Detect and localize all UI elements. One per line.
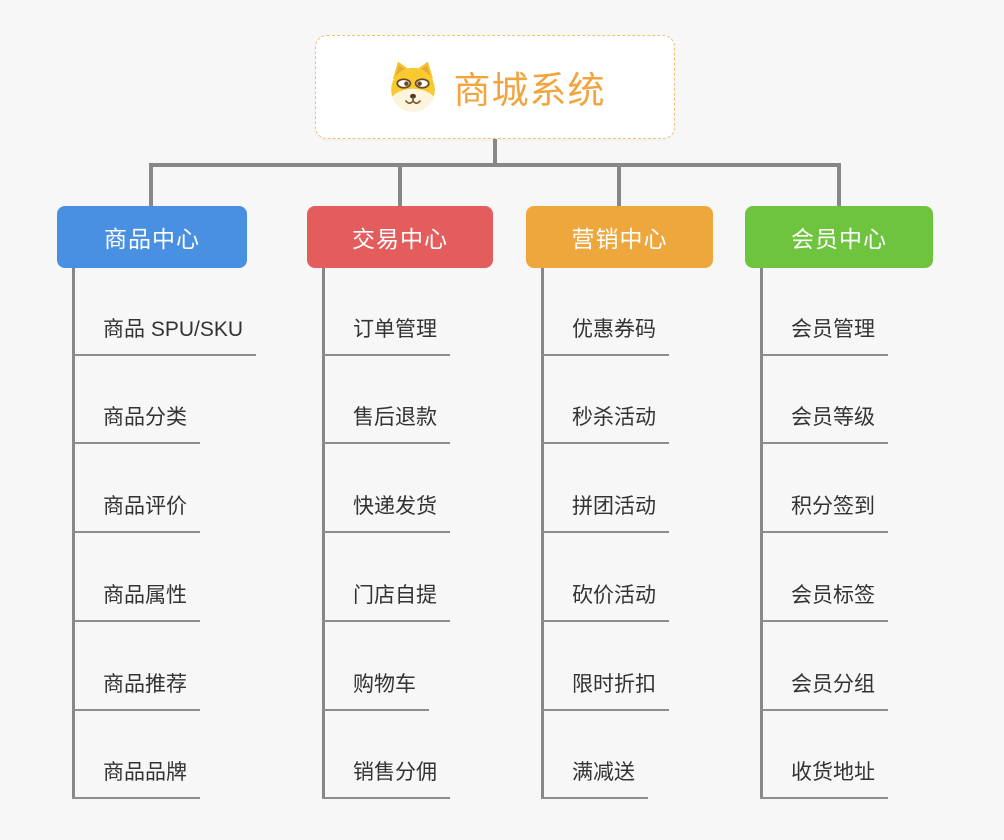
dog-face-icon [390,61,435,112]
branch-node-product-center[interactable]: 商品中心 [57,206,247,268]
connector-root-vertical [493,139,497,165]
branch-node-trade-center[interactable]: 交易中心 [307,206,493,268]
trunk-branch-3 [541,268,544,799]
leaf-item[interactable]: 商品品牌 [72,757,200,799]
leaf-item[interactable]: 拼团活动 [541,491,669,533]
leaf-item[interactable]: 商品分类 [72,402,200,444]
leaf-item[interactable]: 积分签到 [760,491,888,533]
leaf-item[interactable]: 售后退款 [322,402,450,444]
leaf-item[interactable]: 商品推荐 [72,669,200,711]
leaf-item[interactable]: 门店自提 [322,580,450,622]
root-title: 商城系统 [453,70,606,111]
leaf-item[interactable]: 满减送 [541,757,648,799]
leaf-item[interactable]: 商品评价 [72,491,200,533]
trunk-branch-1 [72,268,75,799]
leaf-item[interactable]: 销售分佣 [322,757,450,799]
leaf-item[interactable]: 砍价活动 [541,580,669,622]
branch-node-marketing-center[interactable]: 营销中心 [526,206,713,268]
connector-rail-horizontal [149,163,841,167]
leaf-item[interactable]: 秒杀活动 [541,402,669,444]
leaf-item[interactable]: 快递发货 [322,491,450,533]
leaf-item[interactable]: 限时折扣 [541,669,669,711]
leaf-item[interactable]: 收货地址 [760,757,888,799]
leaf-item[interactable]: 优惠券码 [541,314,669,356]
root-node[interactable]: 商城系统 [315,35,675,139]
trunk-branch-2 [322,268,325,799]
leaf-item[interactable]: 订单管理 [322,314,450,356]
leaf-item[interactable]: 会员管理 [760,314,888,356]
leaf-item[interactable]: 会员标签 [760,580,888,622]
branch-node-member-center[interactable]: 会员中心 [745,206,933,268]
connector-drop-branch-3 [617,163,621,207]
leaf-item[interactable]: 商品属性 [72,580,200,622]
connector-drop-branch-1 [149,163,153,207]
leaf-item[interactable]: 购物车 [322,669,429,711]
leaf-item[interactable]: 商品 SPU/SKU [72,314,257,356]
connector-drop-branch-2 [398,163,402,207]
trunk-branch-4 [760,268,763,799]
leaf-item[interactable]: 会员等级 [760,402,888,444]
connector-drop-branch-4 [837,163,841,207]
leaf-item[interactable]: 会员分组 [760,669,888,711]
